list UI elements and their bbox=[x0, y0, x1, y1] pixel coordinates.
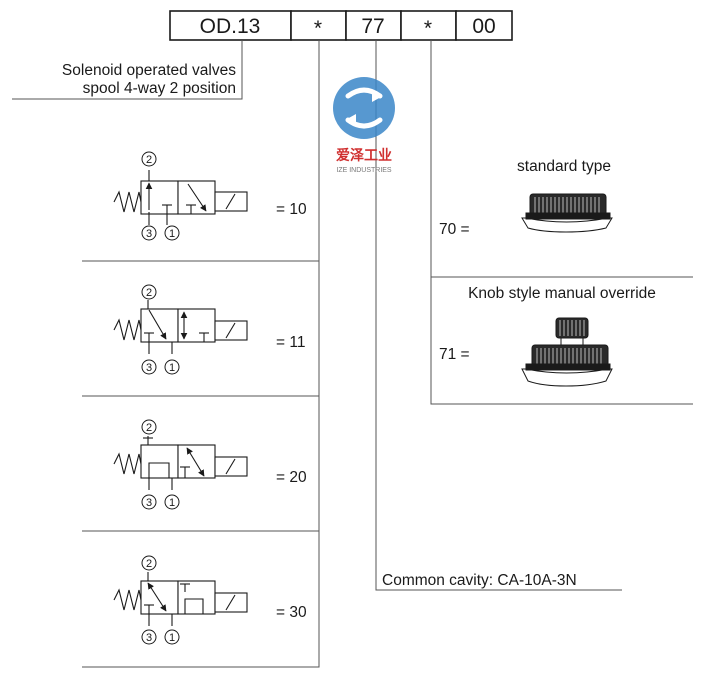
spool-code-11: = 11 bbox=[276, 334, 305, 351]
family-description-line1: Solenoid operated valves bbox=[62, 62, 236, 79]
code-model: OD.13 bbox=[200, 15, 261, 38]
code-box-suffix bbox=[455, 10, 513, 41]
family-description-line2: spool 4-way 2 position bbox=[83, 80, 236, 97]
spool-code-20: = 20 bbox=[276, 469, 307, 486]
cavity-label: Common cavity: CA-10A-3N bbox=[382, 572, 577, 589]
code-box-override bbox=[345, 10, 402, 41]
spool-option-11 bbox=[113, 300, 248, 354]
override-title-standard: standard type bbox=[517, 158, 611, 175]
port-label-right: 1 bbox=[169, 362, 175, 374]
port-label-top: 2 bbox=[146, 422, 152, 434]
spool-option-20 bbox=[113, 436, 248, 490]
spring-symbol bbox=[113, 588, 142, 611]
port-label-left: 3 bbox=[146, 362, 152, 374]
spool-option-10 bbox=[113, 170, 248, 225]
knob-override-drawing bbox=[521, 317, 613, 387]
port-label-right: 1 bbox=[169, 497, 175, 509]
spool-code-10: = 10 bbox=[276, 201, 307, 218]
code-separator-wildcard: * bbox=[424, 17, 432, 40]
spool-option-30 bbox=[113, 572, 248, 626]
port-label-top: 2 bbox=[146, 154, 152, 166]
watermark-logo: 爱泽工业 IZE INDUSTRIES bbox=[333, 77, 395, 174]
spool-code-30: = 30 bbox=[276, 604, 307, 621]
watermark-company-en: IZE INDUSTRIES bbox=[336, 167, 392, 174]
spring-symbol bbox=[113, 190, 142, 213]
leader-lines bbox=[12, 40, 693, 668]
port-label-left: 3 bbox=[146, 632, 152, 644]
port-label-right: 1 bbox=[169, 228, 175, 240]
code-spool-wildcard: * bbox=[314, 17, 322, 40]
port-label-left: 3 bbox=[146, 228, 152, 240]
port-label-right: 1 bbox=[169, 632, 175, 644]
port-label-top: 2 bbox=[146, 558, 152, 570]
spring-symbol bbox=[113, 318, 142, 341]
override-code-70: 70 = bbox=[439, 221, 470, 238]
code-box-model bbox=[169, 10, 292, 41]
code-override-value: 77 bbox=[361, 15, 384, 38]
code-suffix: 00 bbox=[472, 15, 495, 38]
override-title-knob: Knob style manual override bbox=[468, 285, 656, 302]
ordering-code: OD.13 * 77 * 00 bbox=[169, 10, 513, 41]
port-label-left: 3 bbox=[146, 497, 152, 509]
watermark-logo-icon bbox=[333, 77, 395, 139]
port-label-top: 2 bbox=[146, 287, 152, 299]
spring-symbol bbox=[113, 452, 142, 475]
standard-type-drawing bbox=[521, 193, 613, 233]
override-code-71: 71 = bbox=[439, 346, 470, 363]
watermark-company-cn: 爱泽工业 bbox=[336, 148, 392, 164]
